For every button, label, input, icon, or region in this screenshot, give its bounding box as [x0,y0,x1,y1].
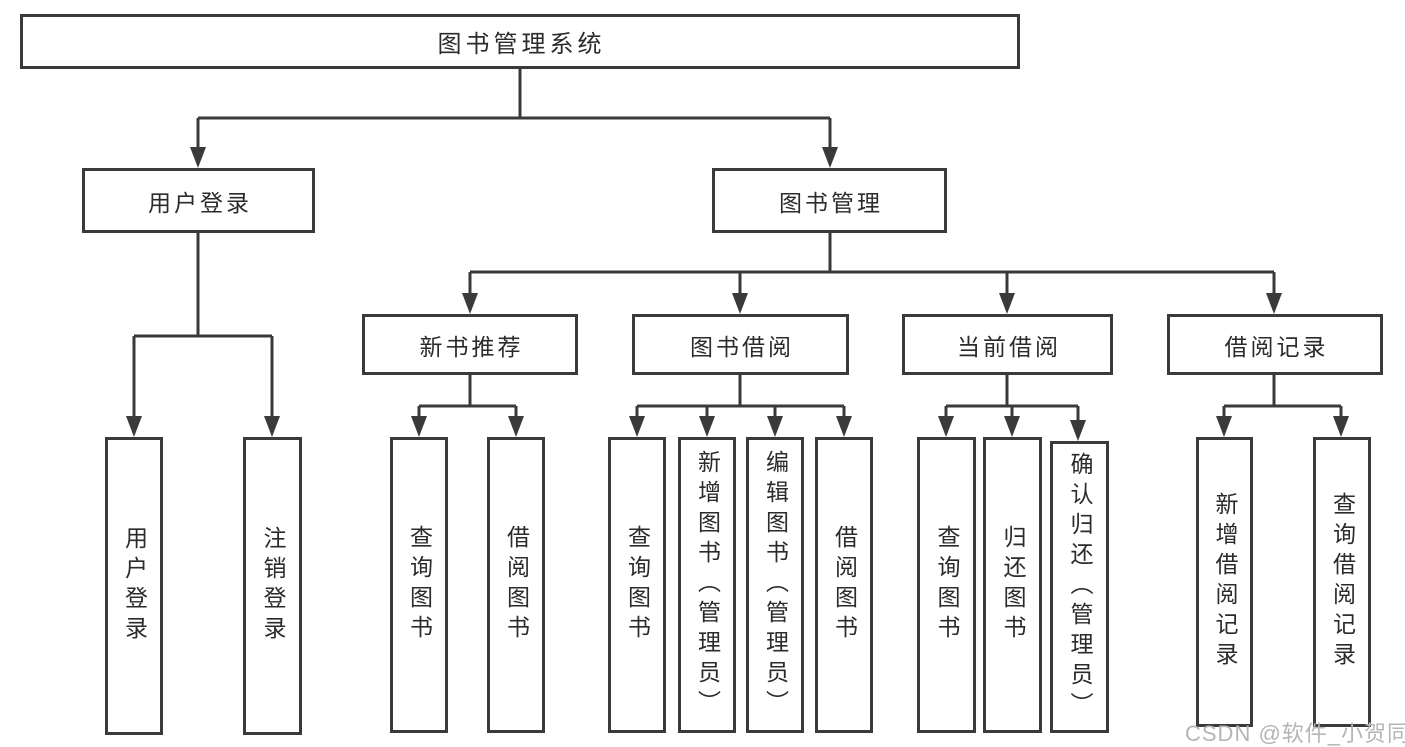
leaf-user-login: 用户登录 [105,437,163,735]
node-book-borrow: 图书借阅 [632,314,849,375]
node-user-login-label: 用户登录 [148,189,252,216]
node-borrow-record-label: 借阅记录 [1224,333,1329,360]
node-root: 图书管理系统 [20,14,1020,69]
leaf-cb-confirm-return: 确认归还（管理员） [1050,441,1109,733]
leaf-cb-query-book: 查询图书 [917,437,976,733]
node-user-login: 用户登录 [82,168,315,233]
leaf-nb-borrow-book: 借阅图书 [487,437,545,733]
csdn-watermark: CSDN @软件_小贺同学 [1185,721,1405,746]
node-borrow-record: 借阅记录 [1167,314,1383,375]
leaf-logout: 注销登录 [243,437,302,735]
leaf-bb-edit-book-label: 编辑图书（管理员） [762,450,789,720]
leaf-cb-return-book-label: 归还图书 [1000,525,1026,645]
node-new-book-recommend-label: 新书推荐 [419,333,524,360]
node-current-borrow: 当前借阅 [902,314,1113,375]
leaf-bb-borrow-book: 借阅图书 [815,437,873,733]
leaf-cb-return-book: 归还图书 [983,437,1042,733]
leaf-bb-query-book: 查询图书 [608,437,666,733]
leaf-bb-add-book-label: 新增图书（管理员） [694,450,721,720]
leaf-br-add-record: 新增借阅记录 [1196,437,1253,727]
node-new-book-recommend: 新书推荐 [362,314,578,375]
leaf-user-login-label: 用户登录 [121,526,148,646]
leaf-nb-query-book: 查询图书 [390,437,448,733]
leaf-bb-edit-book: 编辑图书（管理员） [746,437,804,733]
node-root-label: 图书管理系统 [437,31,606,58]
leaf-bb-borrow-book-label: 借阅图书 [831,525,858,645]
leaf-br-query-record: 查询借阅记录 [1313,437,1371,727]
node-book-borrow-label: 图书借阅 [690,333,794,360]
arrowheads [126,147,1349,441]
leaf-bb-add-book: 新增图书（管理员） [678,437,736,733]
leaf-nb-borrow-book-label: 借阅图书 [503,525,530,645]
leaf-br-add-record-label: 新增借阅记录 [1212,492,1238,672]
node-book-management-label: 图书管理 [779,189,883,216]
node-current-borrow-label: 当前借阅 [957,333,1061,360]
leaf-cb-confirm-return-label: 确认归还（管理员） [1067,452,1093,722]
leaf-cb-query-book-label: 查询图书 [934,525,960,645]
leaf-bb-query-book-label: 查询图书 [624,525,651,645]
node-book-management: 图书管理 [712,168,947,233]
leaf-br-query-record-label: 查询借阅记录 [1329,492,1356,672]
leaf-logout-label: 注销登录 [260,526,286,646]
leaf-nb-query-book-label: 查询图书 [406,525,433,645]
